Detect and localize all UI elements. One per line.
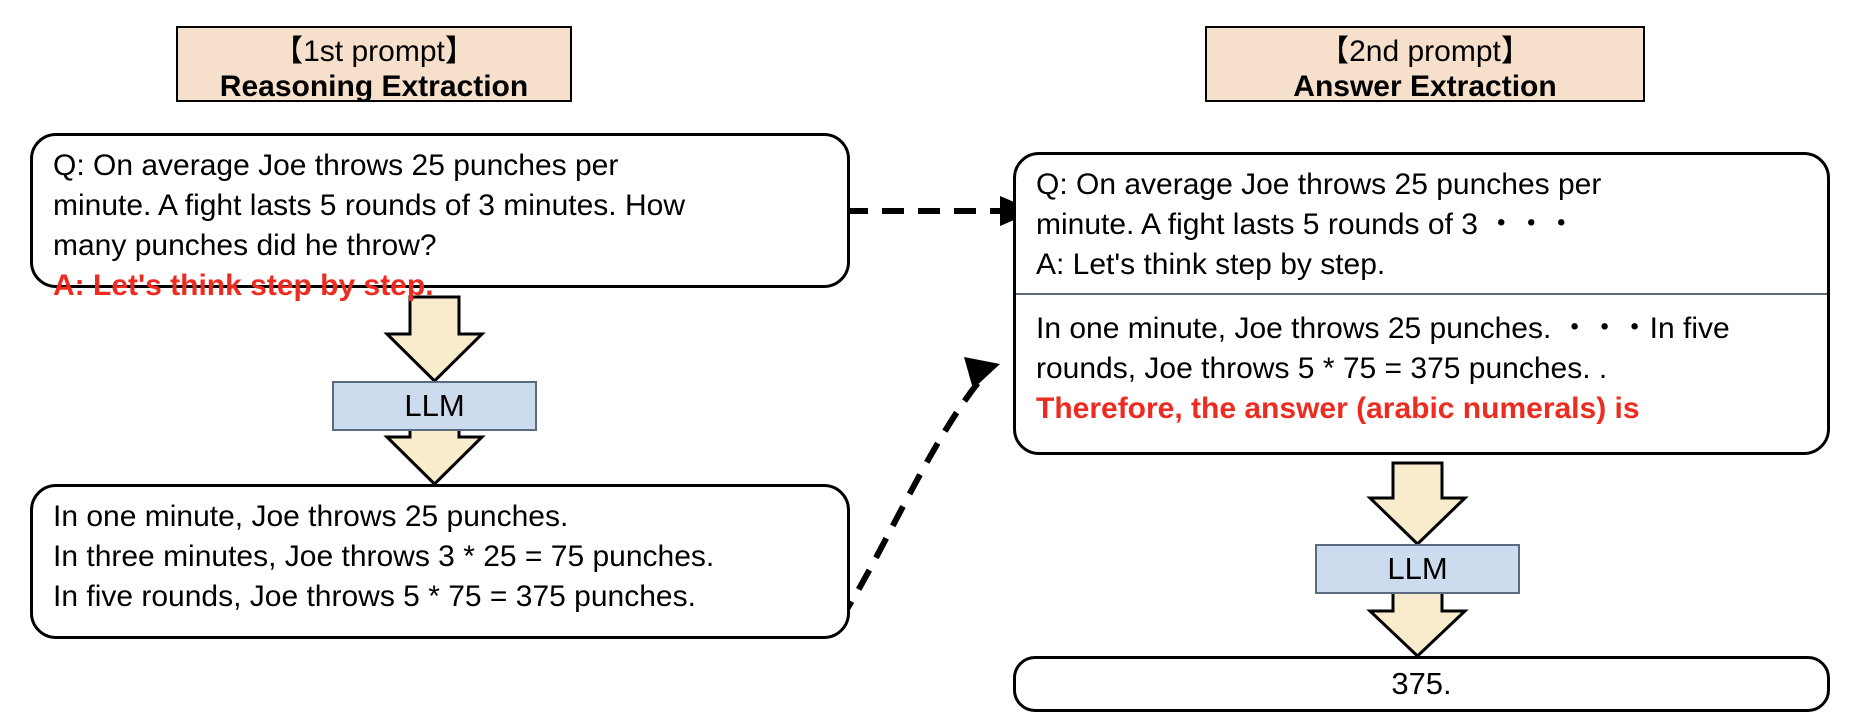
prompt-header-1-kicker: 【1st prompt】	[273, 35, 475, 68]
answer-trigger-text: Therefore, the answer (arabic numerals) …	[1036, 392, 1640, 425]
llm-label: LLM	[1387, 551, 1448, 586]
prompt-header-1-title: Reasoning Extraction	[219, 70, 529, 104]
reasoning-line: In one minute, Joe throws 25 punches.	[53, 500, 569, 533]
prompt2-question-line: Q: On average Joe throws 25 punches per	[1036, 168, 1602, 201]
llm-box-2: LLM	[1315, 544, 1520, 594]
llm-box-1: LLM	[332, 381, 537, 431]
question-line: minute. A fight lasts 5 rounds of 3 minu…	[53, 189, 685, 222]
prompt-header-2-kicker: 【2nd prompt】	[1319, 35, 1531, 68]
dashed-arrow-curved	[837, 357, 1000, 622]
prompt2-question-line: minute. A fight lasts 5 rounds of 3 ・・・	[1036, 208, 1577, 241]
reasoning-output-box: In one minute, Joe throws 25 punches. In…	[30, 484, 850, 639]
prompt-box-2: Q: On average Joe throws 25 punches per …	[1013, 152, 1830, 455]
reasoning-line: In five rounds, Joe throws 5 * 75 = 375 …	[53, 580, 696, 613]
question-box-1: Q: On average Joe throws 25 punches per …	[30, 133, 850, 302]
dashed-arrow-straight	[846, 196, 1035, 226]
prompt-header-2: 【2nd prompt】 Answer Extraction	[1205, 26, 1645, 104]
prompt2-reasoning-line: rounds, Joe throws 5 * 75 = 375 punches.…	[1036, 352, 1608, 385]
question-line: Q: On average Joe throws 25 punches per	[53, 149, 619, 182]
reasoning-line: In three minutes, Joe throws 3 * 25 = 75…	[53, 540, 715, 573]
prompt-header-1: 【1st prompt】 Reasoning Extraction	[176, 26, 572, 104]
final-answer-text: 375.	[1391, 666, 1452, 701]
cot-trigger-text: A: Let's think step by step.	[53, 269, 434, 302]
prompt2-reasoning-line: In one minute, Joe throws 25 punches. ・・…	[1036, 312, 1730, 345]
down-block-arrow-right-1	[1366, 461, 1469, 547]
question-line: many punches did he throw?	[53, 229, 437, 262]
llm-label: LLM	[404, 388, 465, 423]
prompt2-cot-trigger-line: A: Let's think step by step.	[1036, 248, 1386, 281]
prompt-box-divider	[1016, 293, 1827, 295]
final-answer-box: 375.	[1013, 656, 1830, 712]
prompt-header-2-title: Answer Extraction	[1293, 70, 1557, 104]
